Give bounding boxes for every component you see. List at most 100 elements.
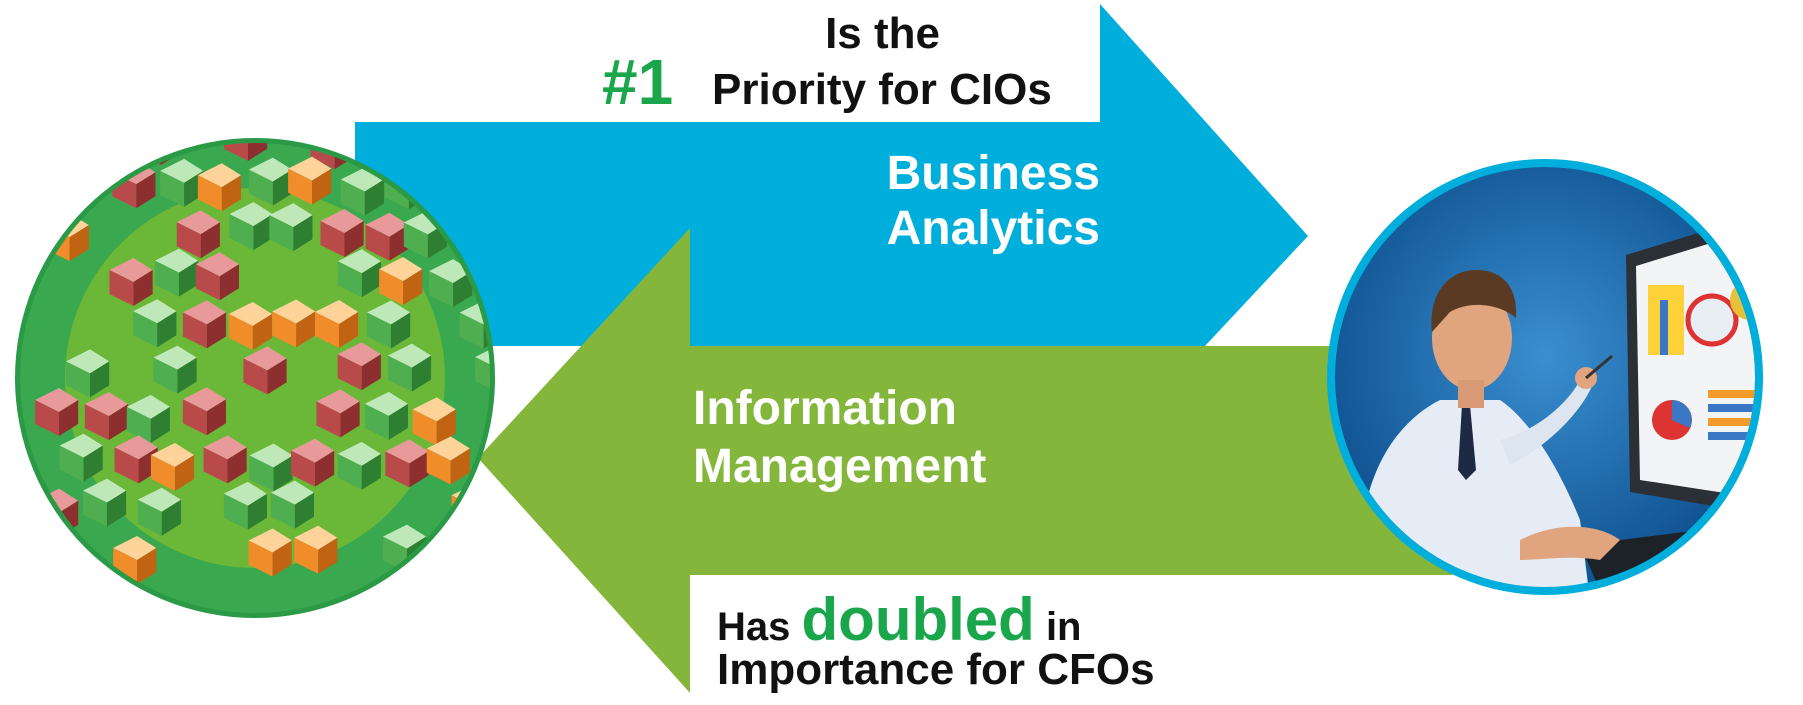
cube-face bbox=[366, 300, 411, 325]
cube-face bbox=[379, 257, 423, 282]
information-management-label-2: Management bbox=[693, 440, 987, 493]
cube-face bbox=[106, 490, 127, 527]
cube-face bbox=[385, 451, 410, 488]
cube-face bbox=[385, 439, 429, 464]
data-cubes-icon bbox=[35, 113, 490, 584]
business-analytics-label-1: Business bbox=[886, 147, 1100, 200]
cube-face bbox=[364, 391, 408, 416]
cube-face bbox=[272, 169, 293, 206]
cube-face bbox=[223, 143, 248, 161]
cube-face bbox=[379, 269, 404, 306]
cube-face bbox=[223, 493, 248, 530]
cube-face bbox=[203, 435, 247, 460]
cube-face bbox=[137, 499, 162, 536]
cube-face bbox=[365, 212, 409, 237]
cube-face bbox=[136, 172, 156, 209]
cube-face bbox=[475, 357, 490, 394]
cube-face bbox=[337, 441, 381, 466]
cube-face bbox=[82, 478, 127, 503]
cube-face bbox=[294, 525, 338, 550]
cube-face bbox=[253, 214, 273, 251]
cube-face bbox=[182, 312, 207, 349]
cube-face bbox=[197, 175, 222, 212]
cube-face bbox=[137, 547, 157, 584]
cube-face bbox=[154, 248, 199, 273]
cube-face bbox=[312, 168, 332, 205]
cube-face bbox=[291, 438, 335, 463]
cube-face bbox=[387, 355, 412, 392]
analyst-image bbox=[1327, 159, 1763, 595]
cube-face bbox=[314, 311, 339, 348]
cube-face bbox=[178, 260, 199, 297]
cube-face bbox=[248, 169, 273, 206]
cube-face bbox=[108, 404, 129, 441]
cube-face bbox=[35, 399, 60, 436]
cube-face bbox=[337, 453, 362, 490]
cube-face bbox=[429, 271, 454, 308]
cube-face bbox=[182, 399, 207, 436]
cube-face bbox=[224, 113, 267, 137]
cube-face bbox=[272, 311, 297, 348]
cube-face bbox=[409, 451, 429, 488]
cube-face bbox=[269, 203, 313, 228]
cube-face bbox=[66, 361, 91, 398]
cube-face bbox=[296, 311, 316, 348]
cube-face bbox=[203, 447, 228, 484]
cube-face bbox=[182, 387, 227, 412]
cube-face bbox=[160, 158, 204, 183]
cube-face bbox=[412, 397, 456, 422]
cube-face bbox=[126, 394, 170, 419]
cube-face bbox=[227, 447, 247, 484]
cfo-callout-line1: Has doubled in bbox=[717, 590, 1081, 650]
cube-face bbox=[288, 168, 313, 205]
cube-face bbox=[153, 357, 178, 394]
cube-face bbox=[431, 530, 475, 555]
cube-face bbox=[436, 409, 456, 446]
cfo-callout-line2: Importance for CFOs bbox=[717, 645, 1155, 694]
cube-face bbox=[273, 455, 293, 492]
cube-face bbox=[269, 215, 294, 252]
cube-face bbox=[453, 271, 473, 308]
cube-face bbox=[83, 445, 103, 482]
cube-face bbox=[248, 157, 293, 182]
cube-face bbox=[344, 221, 364, 258]
cio-callout-line2: Priority for CIOs bbox=[712, 65, 1052, 114]
cube-face bbox=[177, 357, 197, 394]
cube-face bbox=[431, 542, 456, 579]
cube-face bbox=[35, 488, 79, 513]
cube-face bbox=[272, 540, 292, 577]
cube-face bbox=[174, 455, 195, 492]
cube-face bbox=[252, 313, 272, 350]
cube-face bbox=[243, 358, 268, 395]
data-cubes-image bbox=[15, 113, 495, 618]
cube-face bbox=[176, 222, 201, 259]
cube-face bbox=[83, 115, 126, 139]
cube-face bbox=[106, 143, 127, 164]
cube-face bbox=[133, 269, 153, 306]
cube-face bbox=[247, 493, 267, 530]
cfo-prefix: Has bbox=[717, 605, 791, 649]
cube-face bbox=[69, 225, 89, 262]
cube-face bbox=[364, 179, 384, 216]
cube-face bbox=[59, 433, 103, 458]
cube-face bbox=[221, 175, 242, 212]
cube-face bbox=[293, 215, 313, 252]
cube-face bbox=[150, 406, 170, 443]
cube-face bbox=[270, 480, 315, 505]
cube-face bbox=[126, 406, 151, 443]
cio-rank-number: #1 bbox=[602, 46, 674, 118]
cube-face bbox=[109, 269, 134, 306]
cube-face bbox=[219, 264, 239, 301]
cube-face bbox=[267, 358, 287, 395]
cube-face bbox=[243, 346, 287, 371]
cube-face bbox=[229, 214, 254, 251]
cube-face bbox=[35, 387, 79, 412]
cube-face bbox=[365, 224, 390, 261]
cube-face bbox=[161, 499, 181, 536]
cube-face bbox=[288, 156, 332, 181]
information-management-label-1: Information bbox=[693, 382, 957, 435]
cube-face bbox=[412, 409, 437, 446]
cube-face bbox=[338, 311, 359, 348]
cube-face bbox=[272, 299, 316, 324]
